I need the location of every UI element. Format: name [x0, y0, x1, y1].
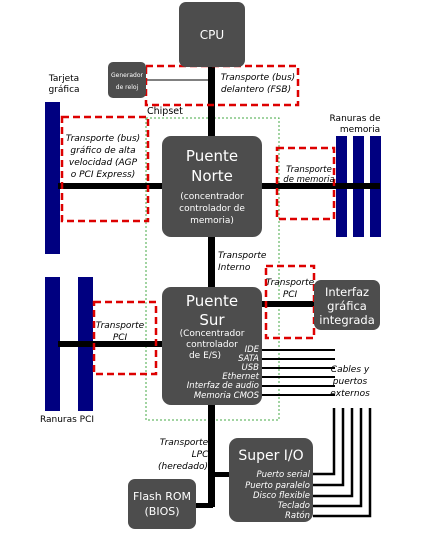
- lpc-superio-branch: [215, 472, 231, 477]
- lpc-flash-branch: [193, 503, 213, 508]
- agp-label-4: o PCI Express): [71, 170, 135, 180]
- fsb-bus: [208, 62, 215, 140]
- south-bridge-sub-1: (Concentrador: [180, 329, 245, 339]
- north-bridge-title-2: Norte: [191, 167, 233, 185]
- integrated-graphics-line2: gráfica: [327, 299, 367, 313]
- south-interface-4: Interfaz de audio: [187, 381, 259, 391]
- internal-bus: [208, 236, 215, 290]
- super-io-port-1: Puerto paralelo: [245, 481, 310, 491]
- integrated-graphics-box[interactable]: [314, 280, 380, 330]
- north-bridge-title-1: Puente: [186, 147, 238, 165]
- memory-bus-label-1: Transporte: [286, 165, 332, 175]
- super-io-title: Super I/O: [238, 448, 303, 464]
- agp-label-3: velocidad (AGP: [69, 158, 138, 168]
- pci-left-label-1: Transporte: [96, 321, 145, 331]
- memory-bus-label-2: de memoria: [283, 175, 334, 185]
- flash-rom-line1: Flash ROM: [133, 490, 191, 503]
- graphics-card-label-2: gráfica: [48, 85, 79, 95]
- graphics-card-slot: [45, 102, 60, 254]
- clock-label-line1: Generador: [111, 72, 143, 79]
- pci-bus-right: [262, 301, 316, 307]
- south-interface-list: IDE SATA USB Ethernet Interfaz de audio …: [187, 345, 260, 401]
- super-io-box[interactable]: [229, 438, 313, 522]
- fsb-highlight: [144, 64, 300, 107]
- clock-label-line2: de reloj: [116, 84, 139, 91]
- lpc-bus: [208, 403, 215, 507]
- south-interface-0: IDE: [245, 345, 260, 355]
- pci-slots-label: Ranuras PCI: [40, 415, 94, 425]
- external-ports-label-1: Cables y: [331, 365, 370, 375]
- clock-generator-box[interactable]: [108, 62, 146, 98]
- south-interface-2: USB: [242, 363, 260, 373]
- fsb-label-1: Transporte (bus): [221, 73, 295, 83]
- lpc-label-1: Transporte: [160, 438, 209, 448]
- agp-label-1: Transporte (bus): [66, 134, 140, 144]
- north-bridge-box[interactable]: [162, 136, 262, 237]
- super-io-port-0: Puerto serial: [256, 470, 310, 480]
- pci-left-highlight: [92, 300, 158, 376]
- external-ports-label-2: puertos: [332, 377, 368, 387]
- memory-slots-label-2: memoria: [340, 125, 380, 135]
- memory-bus-highlight: [275, 146, 336, 221]
- chipset-label: Chipset: [147, 106, 183, 117]
- agp-bus: [58, 183, 164, 189]
- south-interface-cables: [262, 349, 335, 396]
- internal-bus-label-2: Interno: [218, 263, 251, 273]
- integrated-graphics-line1: Interfaz: [325, 285, 369, 299]
- pci-left-label-2: PCI: [113, 333, 128, 343]
- south-interface-3: Ethernet: [222, 372, 259, 382]
- pci-right-label-2: PCI: [283, 290, 298, 300]
- cpu-box[interactable]: [179, 2, 245, 67]
- lpc-label-2: LPC: [192, 450, 209, 460]
- south-bridge-sub-2: controlador: [186, 340, 238, 350]
- super-io-port-2: Disco flexible: [253, 491, 310, 501]
- pci-bus-left: [58, 341, 164, 347]
- lpc-label-3: (heredado): [158, 462, 208, 472]
- super-io-port-list: Puerto serial Puerto paralelo Disco flex…: [245, 470, 311, 521]
- super-io-port-3: Teclado: [278, 501, 310, 511]
- south-bridge-box[interactable]: [162, 287, 262, 405]
- memory-bus: [262, 183, 380, 189]
- fsb-label-2: delantero (FSB): [221, 85, 291, 95]
- pci-slot-1: [45, 277, 60, 411]
- cpu-label: CPU: [200, 28, 224, 42]
- south-bridge-sub-3: de E/S): [189, 351, 221, 361]
- super-io-port-4: Ratón: [285, 510, 310, 521]
- external-ports-label-3: externos: [330, 389, 370, 399]
- south-bridge-title-2: Sur: [199, 311, 225, 329]
- superio-port-cables: [313, 408, 372, 518]
- bus-highlights: [60, 64, 336, 376]
- flash-rom-box[interactable]: [128, 479, 196, 529]
- flash-rom-line2: (BIOS): [144, 505, 179, 518]
- north-bridge-sub-3: memoria): [190, 216, 234, 226]
- south-interface-5: Memoria CMOS: [194, 391, 260, 401]
- north-bridge-sub-2: controlador de: [179, 204, 245, 214]
- south-interface-1: SATA: [238, 354, 259, 364]
- internal-bus-label-1: Transporte: [218, 251, 267, 261]
- graphics-card-label-1: Tarjeta: [48, 74, 79, 84]
- integrated-graphics-line3: integrada: [319, 313, 375, 327]
- south-bridge-title-1: Puente: [186, 292, 238, 310]
- north-bridge-sub-1: (concentrador: [180, 192, 244, 202]
- memory-slots-label-1: Ranuras de: [330, 114, 381, 124]
- agp-highlight: [60, 115, 150, 223]
- pci-right-label-1: Transporte: [266, 278, 315, 288]
- agp-label-2: gráfico de alta: [70, 146, 135, 156]
